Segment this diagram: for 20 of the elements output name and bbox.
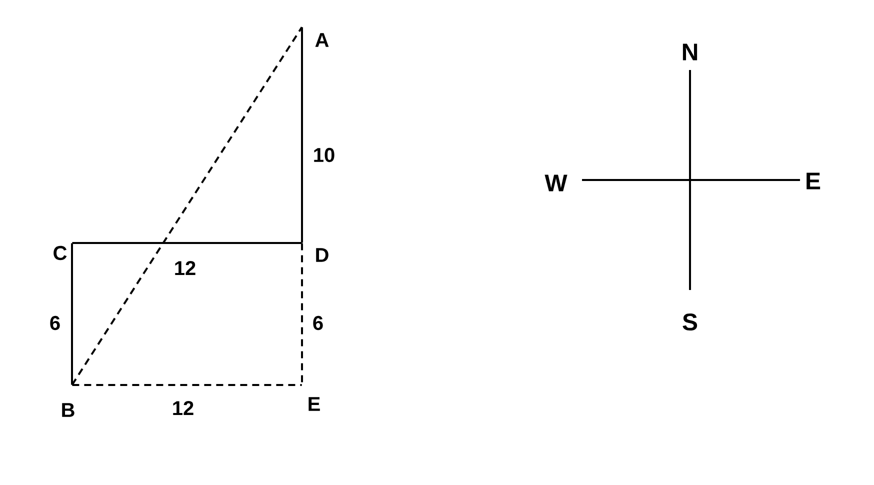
edge-label: 12 bbox=[175, 261, 196, 275]
direction-label: S bbox=[682, 314, 698, 330]
line-segment bbox=[301, 27, 303, 243]
line-segment bbox=[71, 26, 303, 386]
direction-label: W bbox=[544, 174, 568, 192]
direction-label: N bbox=[682, 44, 698, 60]
edge-label: 12 bbox=[173, 401, 194, 415]
vertex-label: D bbox=[316, 248, 328, 262]
line-segment bbox=[71, 243, 73, 385]
line-segment bbox=[72, 242, 302, 244]
line-segment bbox=[301, 243, 303, 385]
vertex-label: A bbox=[315, 33, 329, 47]
line-segment bbox=[72, 384, 302, 386]
vertex-label: C bbox=[54, 246, 67, 260]
edge-label: 10 bbox=[314, 148, 334, 162]
edge-label: 6 bbox=[50, 316, 60, 330]
direction-label: E bbox=[806, 172, 820, 190]
edge-label: 6 bbox=[313, 316, 323, 330]
vertex-label: E bbox=[308, 397, 320, 411]
vertex-label: B bbox=[62, 403, 74, 417]
